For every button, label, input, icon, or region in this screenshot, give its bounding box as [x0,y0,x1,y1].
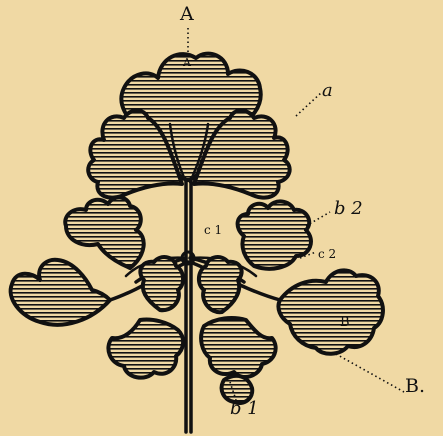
label-c1: c 1 [204,223,222,237]
label-b1: b 1 [230,398,259,419]
label-a: a [322,80,333,101]
upper-left-leaflet [65,197,143,268]
label-c2: c 2 [318,247,336,261]
leader-a [296,92,322,116]
label-b2: b 2 [334,198,363,219]
lower-left-leaflet [11,260,110,325]
label-outer-B: B. [405,375,425,397]
label-top-outer-A: A [179,3,194,25]
lower-left-leaflet-upper [140,257,183,310]
lower-right-leaflet-upper [199,257,242,312]
leader-outer-B [336,354,404,392]
main-stem [186,182,191,432]
label-inner-B: B [340,315,350,330]
upper-right-leaflet-b2 [238,201,311,268]
lower-right-leaflet-b [278,270,382,353]
lower-left-leaflet-inner [108,319,183,377]
lower-right-leaflet-inner [201,318,276,377]
label-top-inner-A: A [182,56,192,69]
